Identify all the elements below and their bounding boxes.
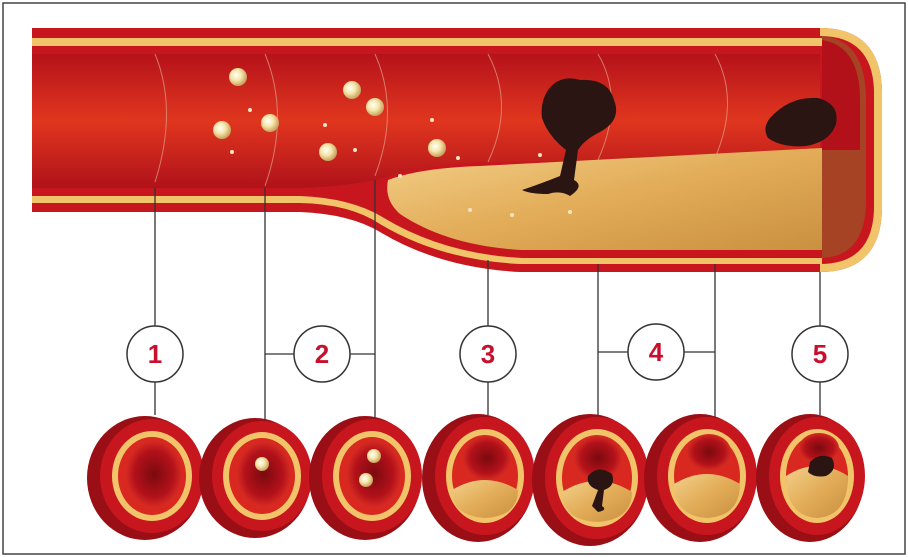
particle [428,139,446,157]
label-5-text: 5 [813,339,827,369]
cross-section-1 [87,416,204,540]
vessel-wall-top [32,38,822,46]
label-1-text: 1 [148,339,162,369]
stage-label-3: 3 [460,326,516,382]
cross-section-3 [422,414,535,542]
cross-section-2b [309,416,422,540]
artery-longitudinal [32,28,882,272]
cross-section-4a [532,414,649,546]
particle [319,143,337,161]
label-3-text: 3 [481,339,495,369]
stage-label-5: 5 [792,326,848,382]
label-4-text: 4 [649,337,664,367]
stage-label-2: 2 [294,326,350,382]
particle [261,114,279,132]
particle [229,68,247,86]
particle [213,121,231,139]
stage-label-4: 4 [628,324,684,380]
cross-section-4b [644,414,757,542]
cross-section-2a [199,418,312,538]
stage-label-1: 1 [127,326,183,382]
cross-section-5 [756,414,865,542]
label-2-text: 2 [315,339,329,369]
particle [366,98,384,116]
particle [343,81,361,99]
